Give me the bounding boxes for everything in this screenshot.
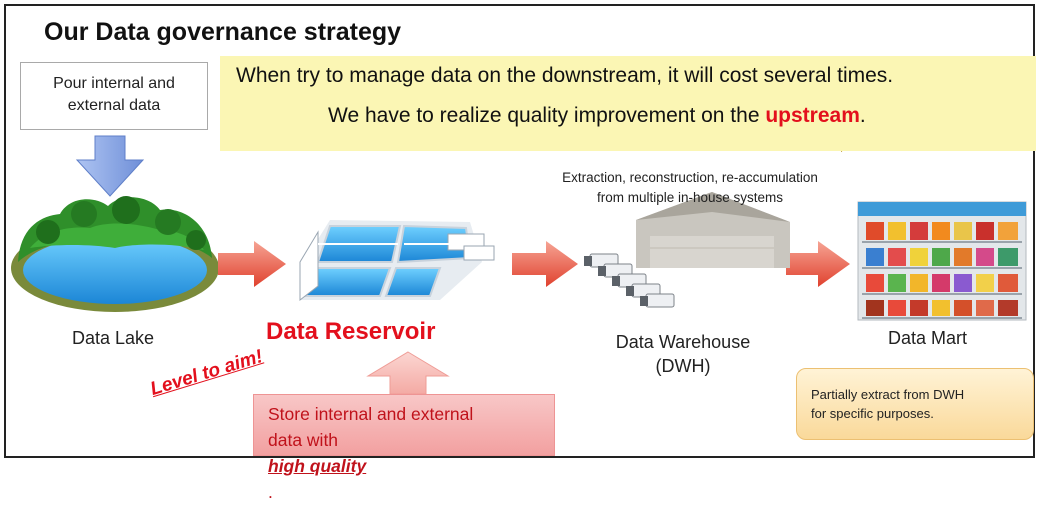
source-data-box: Pour internal and external data (20, 62, 208, 130)
store-box-text: data with (268, 430, 339, 450)
callout-banner (220, 56, 1036, 151)
store-shelves-illustration (857, 201, 1027, 321)
callout-line: We have to realize quality improvement o… (328, 104, 866, 128)
water-treatment-plant-illustration (299, 220, 495, 302)
data-reservoir-label: Data Reservoir (266, 318, 436, 345)
lake-illustration (11, 196, 219, 312)
up-arrow-icon (366, 351, 450, 395)
store-box-line: data with high quality. (268, 427, 554, 505)
callout-line: When try to manage data on the downstrea… (236, 64, 894, 87)
data-lake-label: Data Lake (72, 328, 155, 348)
page-title: Our Data governance strategy (44, 18, 402, 46)
extraction-note: Extraction, reconstruction, re-accumulat… (520, 168, 860, 208)
down-arrow-icon (75, 135, 145, 197)
warehouse-label-line: (DWH) (655, 356, 711, 376)
callout-text: We have to realize quality improvement o… (328, 104, 766, 127)
right-arrow-icon (786, 241, 850, 287)
right-arrow-icon (218, 241, 286, 287)
high-quality-emphasis: high quality (268, 456, 367, 476)
extraction-line: from multiple in-house systems (596, 190, 784, 205)
right-arrow-icon (512, 241, 578, 287)
upstream-emphasis: upstream (765, 104, 860, 127)
source-box-line: Pour internal and (53, 75, 175, 92)
warehouse-trucks-illustration (584, 192, 790, 308)
data-mart-label: Data Mart (888, 328, 968, 348)
data-mart-note: Partially extract from DWH for specific … (796, 368, 1034, 440)
data-warehouse-label: Data Warehouse (DWH) (588, 330, 778, 378)
store-quality-box: Store internal and external data with hi… (253, 394, 555, 502)
store-box-suffix: . (268, 482, 273, 502)
source-box-line: external data (67, 97, 161, 114)
store-box-line: Store internal and external (268, 404, 474, 424)
warehouse-label-line: Data Warehouse (615, 332, 751, 352)
mart-note-line: for specific purposes. (811, 406, 934, 421)
mart-note-line: Partially extract from DWH (811, 387, 965, 402)
callout-suffix: . (859, 104, 866, 127)
diagram-graphics (11, 89, 1027, 395)
extraction-line: Extraction, reconstruction, re-accumulat… (562, 170, 818, 185)
